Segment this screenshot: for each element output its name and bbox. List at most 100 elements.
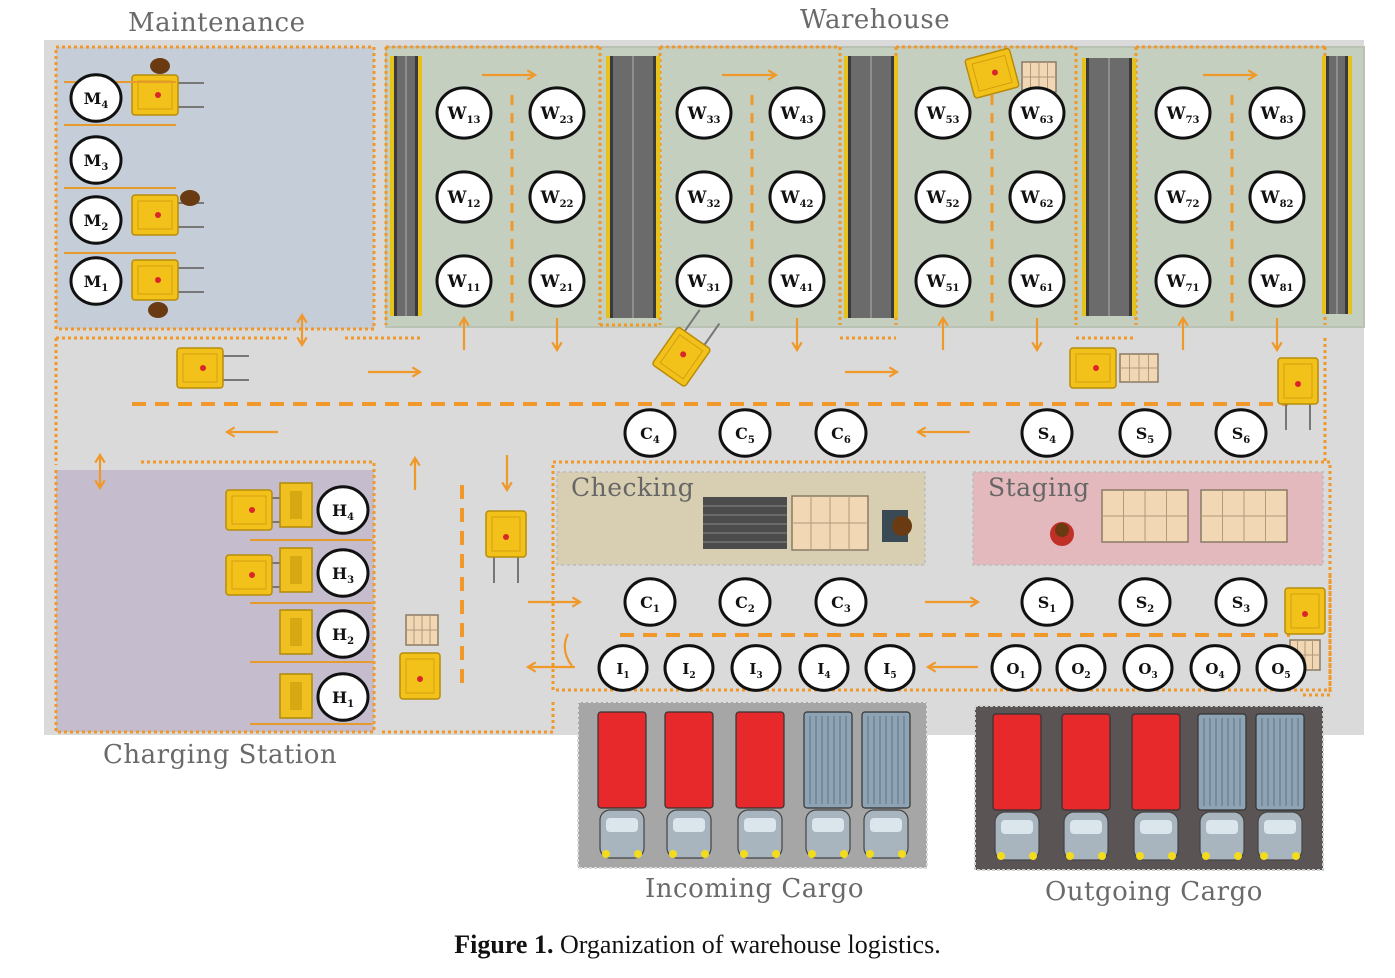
node-c5: C5	[718, 408, 772, 458]
outgoing-truck-3-windshield	[1140, 820, 1172, 834]
arrow-left-down-head	[501, 481, 513, 493]
agv-main-1-light	[200, 365, 206, 371]
agv-lane-2-light	[417, 676, 423, 682]
charger-slot-3	[290, 618, 302, 646]
rack-5-stripe-left	[1322, 56, 1326, 314]
incoming-truck-3-windshield	[744, 818, 776, 832]
agv-lower-panel	[1290, 593, 1320, 629]
outgoing-truck-2	[1061, 713, 1111, 861]
agv-warehouse-panel	[971, 54, 1013, 92]
node-c5-circle	[718, 408, 772, 458]
node-w71-circle	[1154, 254, 1212, 308]
node-s2: S2	[1118, 577, 1172, 627]
node-w61: W61	[1008, 254, 1066, 308]
node-w61-circle	[1008, 254, 1066, 308]
incoming-truck-1-light-r	[634, 850, 642, 858]
arrow-warehouse-2-head	[767, 69, 779, 81]
node-w62: W62	[1008, 170, 1066, 224]
node-o1-circle	[990, 644, 1042, 692]
node-m2-subscript: 2	[101, 222, 108, 233]
arrow-main-1-head	[411, 366, 423, 378]
node-w41-circle	[768, 254, 826, 308]
incoming-truck-1-windshield	[606, 818, 638, 832]
node-w71-subscript: 71	[1186, 283, 1200, 294]
worker-3	[148, 302, 168, 318]
rack-1-stripe-right	[418, 56, 422, 316]
outgoing-cargo-label: Outgoing Cargo	[1045, 877, 1263, 907]
node-c4-subscript: 4	[653, 435, 660, 446]
node-w42-circle	[768, 170, 826, 224]
checking-label: Checking	[571, 473, 695, 502]
incoming-truck-3-light-r	[772, 850, 780, 858]
node-s2-subscript: 2	[1147, 604, 1154, 615]
node-w13: W13	[435, 86, 493, 140]
node-w32-subscript: 32	[707, 199, 721, 210]
node-w11-subscript: 11	[467, 283, 481, 294]
node-w33: W33	[675, 86, 733, 140]
node-h3: H3	[316, 548, 370, 598]
node-w12-subscript: 12	[467, 199, 481, 210]
node-i5-subscript: 5	[890, 671, 896, 681]
node-s3: S3	[1214, 577, 1268, 627]
node-o1-subscript: 1	[1019, 671, 1025, 681]
incoming-truck-2-windshield	[673, 818, 705, 832]
worker-2	[180, 190, 200, 206]
node-h3-circle	[316, 548, 370, 598]
rack-1-stripe-left	[390, 56, 394, 316]
agv-lane-1-panel	[491, 516, 521, 552]
incoming-cargo-label: Incoming Cargo	[645, 874, 864, 904]
empty-pallet	[703, 497, 787, 549]
node-s3-circle	[1214, 577, 1268, 627]
outgoing-truck-4-light-l	[1202, 852, 1210, 860]
arrow-down-4-head	[1271, 341, 1283, 353]
node-o2: O2	[1055, 644, 1107, 692]
agv-maintenance-1-light	[155, 92, 161, 98]
checker-worker	[892, 516, 912, 536]
incoming-truck-5	[861, 711, 911, 859]
node-s4-subscript: 4	[1049, 435, 1056, 446]
node-w41-subscript: 41	[800, 283, 814, 294]
arrow-lower-3-head	[925, 661, 937, 673]
agv-main-1-panel	[182, 353, 218, 383]
node-w11: W11	[435, 254, 493, 308]
outgoing-truck-1-light-r	[1029, 852, 1037, 860]
node-o3: O3	[1122, 644, 1174, 692]
outgoing-truck-5-light-r	[1292, 852, 1300, 860]
node-w33-subscript: 33	[707, 115, 721, 126]
node-w21-subscript: 21	[560, 283, 574, 294]
node-m1-subscript: 1	[101, 283, 108, 294]
node-w43-circle	[768, 86, 826, 140]
node-w61-subscript: 61	[1040, 283, 1054, 294]
outgoing-truck-1-light-l	[997, 852, 1005, 860]
node-w11-circle	[435, 254, 493, 308]
node-w53: W53	[914, 86, 972, 140]
outgoing-truck-4	[1197, 713, 1247, 861]
node-m4: M4	[69, 73, 123, 123]
node-w41: W41	[768, 254, 826, 308]
node-m4-circle	[69, 73, 123, 123]
incoming-truck-3-cargo	[735, 711, 785, 809]
node-o3-subscript: 3	[1151, 671, 1157, 681]
agv-maintenance-2	[131, 194, 204, 236]
node-s1-circle	[1020, 577, 1074, 627]
node-s6: S6	[1214, 408, 1268, 458]
node-c2-subscript: 2	[748, 604, 755, 615]
agv-main-2	[652, 309, 721, 387]
agv-main-2-fork-2	[702, 322, 721, 348]
node-w62-subscript: 62	[1040, 199, 1054, 210]
agv-main-3-panel	[1075, 353, 1111, 383]
node-c6-circle	[814, 408, 868, 458]
agv-main-4-panel	[1283, 363, 1313, 399]
node-m1-circle	[69, 256, 123, 306]
node-i1-subscript: 1	[623, 671, 629, 681]
node-o2-circle	[1055, 644, 1107, 692]
node-i1: I1	[597, 644, 649, 692]
node-c1-subscript: 1	[653, 604, 660, 615]
aisle-end-boundaries	[600, 323, 1136, 340]
bottom-loop-boundary	[382, 700, 555, 734]
node-i1-circle	[597, 644, 649, 692]
node-w22-subscript: 22	[560, 199, 574, 210]
node-w82-circle	[1248, 170, 1306, 224]
node-h1: H1	[316, 672, 370, 722]
outgoing-truck-1-windshield	[1001, 820, 1033, 834]
